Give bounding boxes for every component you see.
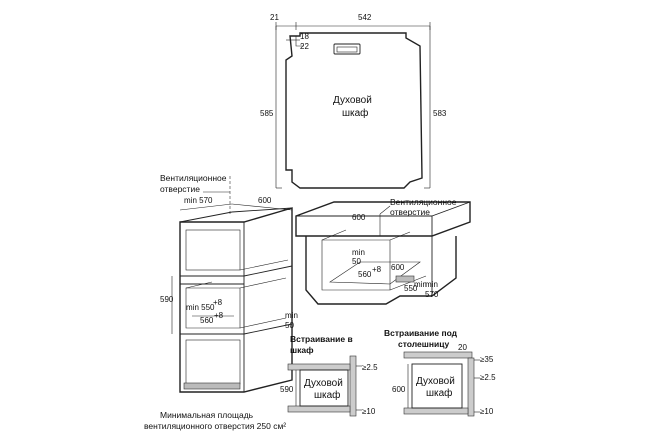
cabinet-oven-1: Духовой bbox=[304, 378, 343, 389]
dim-min550-counter-a: min bbox=[414, 280, 427, 289]
cabinet-dim-25: ≥2.5 bbox=[362, 363, 378, 372]
counter-install-drawing: Вентиляционное отверстие 600 min 50 560 … bbox=[295, 197, 471, 305]
dim-18: 18 bbox=[300, 32, 309, 41]
counter-dim-20: 20 bbox=[458, 343, 467, 352]
cabinet-title-1: Встраивание в bbox=[290, 334, 353, 344]
vent-label-2: отверстие bbox=[160, 184, 200, 194]
dim-22: 22 bbox=[300, 42, 309, 51]
dim-50-counter: 50 bbox=[352, 257, 361, 266]
vent-label-counter-1: Вентиляционное bbox=[390, 197, 457, 207]
counter-oven-2: шкаф bbox=[426, 387, 452, 399]
dim-600-right-counter: 600 bbox=[391, 263, 405, 272]
dim-585: 585 bbox=[260, 109, 274, 118]
counter-dim-35: ≥35 bbox=[480, 355, 494, 364]
dim-min550-counter-b: 550 bbox=[404, 284, 418, 293]
dim-min-counter: min bbox=[352, 248, 365, 257]
counter-oven-1: Духовой bbox=[416, 376, 455, 387]
dim-min550-sup: +8 bbox=[213, 298, 223, 307]
dim-542: 542 bbox=[358, 13, 372, 22]
column-install-drawing: Вентиляционное отверстие min 570 600 bbox=[144, 173, 298, 431]
vent-note-1: Минимальная площадь bbox=[160, 410, 254, 420]
dim-50-col: 50 bbox=[285, 321, 294, 330]
oven-label-1: Духовой bbox=[333, 95, 372, 106]
cabinet-dim-10: ≥10 bbox=[362, 407, 376, 416]
vent-note-2: вентиляционного отверстия 250 см² bbox=[144, 421, 286, 431]
dim-600-counter: 600 bbox=[352, 213, 366, 222]
cabinet-section: Встраивание в шкаф Духовой шкаф 590 ≥2.5… bbox=[280, 334, 378, 417]
dim-560-counter: 560 bbox=[358, 270, 372, 279]
dim-590-col: 590 bbox=[160, 295, 174, 304]
oven-side-profile: 21 542 18 22 585 583 Духовой шкаф bbox=[260, 13, 447, 189]
dim-min550: min 550 bbox=[186, 303, 215, 312]
dim-600-col: 600 bbox=[258, 196, 272, 205]
counter-section: Встраивание под столешницу Духовой шкаф … bbox=[384, 328, 496, 417]
cabinet-title-2: шкаф bbox=[290, 345, 314, 355]
counter-title-1: Встраивание под bbox=[384, 328, 458, 338]
dim-min-col: min bbox=[285, 311, 298, 320]
dim-583: 583 bbox=[433, 109, 447, 118]
cabinet-dim-590: 590 bbox=[280, 385, 294, 394]
counter-title-2: столешницу bbox=[398, 339, 449, 349]
dim-570-counter-b: 570 bbox=[425, 290, 439, 299]
vent-label-counter-2: отверстие bbox=[390, 207, 430, 217]
vent-label-1: Вентиляционное bbox=[160, 173, 227, 183]
cabinet-oven-2: шкаф bbox=[314, 389, 340, 401]
dim-570-counter-a: min bbox=[425, 280, 438, 289]
counter-dim-25: ≥2.5 bbox=[480, 373, 496, 382]
dim-560-col: 560 bbox=[200, 316, 214, 325]
counter-dim-10: ≥10 bbox=[480, 407, 494, 416]
dim-min570: min 570 bbox=[184, 196, 213, 205]
dim-21: 21 bbox=[270, 13, 279, 22]
counter-dim-600: 600 bbox=[392, 385, 406, 394]
oven-label-2: шкаф bbox=[342, 107, 368, 119]
dim-560-sup-counter: +8 bbox=[372, 265, 382, 274]
dim-560-sup-col: +8 bbox=[214, 311, 224, 320]
